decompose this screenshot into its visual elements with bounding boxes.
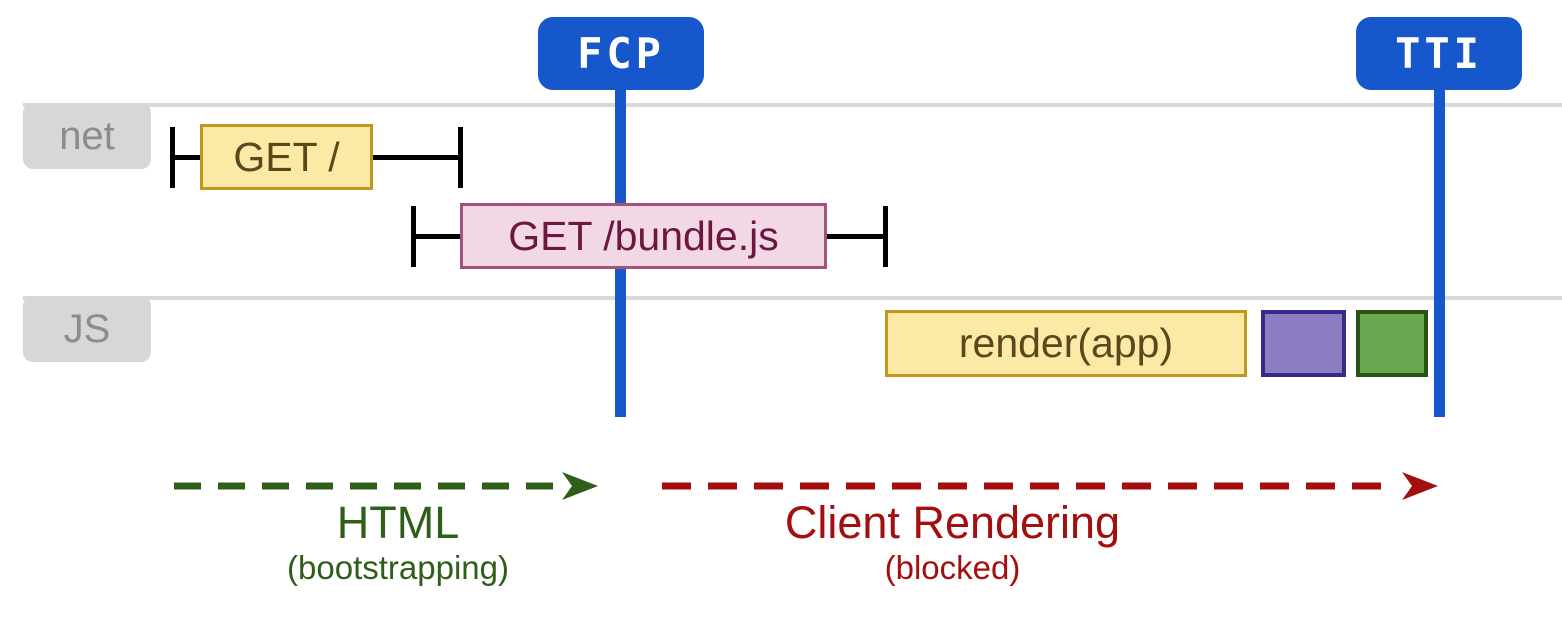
html-phase-arrow xyxy=(174,472,598,500)
js-lane-label: JS xyxy=(63,306,111,351)
tti-badge: TTI xyxy=(1356,17,1522,90)
html-phase-arrowhead-icon xyxy=(562,472,598,500)
tti-timeline-marker-line xyxy=(1434,88,1445,417)
net-lane-tab: net xyxy=(23,103,151,169)
html-phase-subtitle: (bootstrapping) xyxy=(287,549,509,586)
client-rendering-phase-arrowhead-icon xyxy=(1402,472,1438,500)
get-bundle-whisker-end xyxy=(883,206,888,267)
client-rendering-phase-title: Client Rendering xyxy=(784,497,1121,548)
render-app-task-label: render(app) xyxy=(958,320,1174,366)
net-lane-line xyxy=(23,103,1562,107)
net-lane-label: net xyxy=(59,113,115,158)
get-bundle-request-box: GET /bundle.js xyxy=(460,203,827,269)
client-rendering-phase-subtitle: (blocked) xyxy=(884,549,1021,586)
js-lane-tab: JS xyxy=(23,296,151,362)
render-app-task-box: render(app) xyxy=(885,310,1247,377)
client-rendering-phase-arrow xyxy=(662,472,1438,500)
html-phase-title: HTML xyxy=(336,497,460,548)
get-root-request-box: GET / xyxy=(200,124,373,190)
fcp-badge: FCP xyxy=(538,17,704,90)
fcp-badge-label: FCP xyxy=(577,29,665,78)
get-bundle-request-label: GET /bundle.js xyxy=(508,212,779,259)
client-rendering-phase-label-block: Client Rendering (blocked) xyxy=(700,498,1205,588)
purple-js-task-box xyxy=(1261,310,1346,377)
get-root-request-label: GET / xyxy=(233,133,340,180)
get-root-whisker-end xyxy=(458,127,463,188)
html-phase-label-block: HTML (bootstrapping) xyxy=(198,498,598,588)
js-lane-line xyxy=(23,296,1562,300)
green-js-task-box xyxy=(1356,310,1428,377)
tti-badge-label: TTI xyxy=(1395,29,1483,78)
